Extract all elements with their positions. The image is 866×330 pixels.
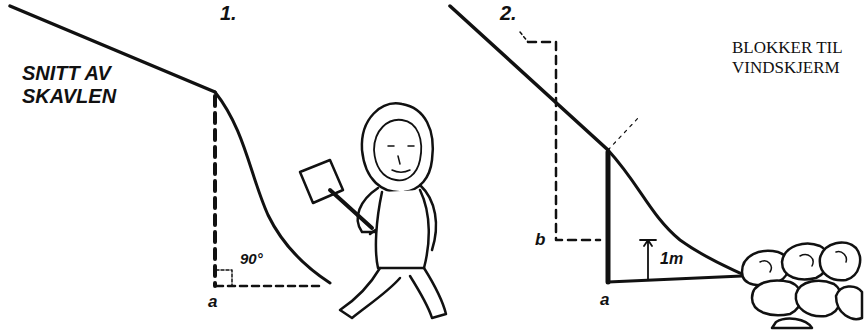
torso bbox=[376, 190, 429, 268]
note-label: BLOKKER TIL VINDSKJERM bbox=[732, 38, 862, 77]
first-cut-line bbox=[520, 32, 528, 42]
dimension-label: 1m bbox=[660, 250, 683, 268]
shovel-shaft bbox=[330, 190, 372, 228]
cornice-face bbox=[608, 150, 742, 274]
cut-wall bbox=[606, 152, 611, 282]
face bbox=[374, 120, 421, 181]
section-title: SNITT AV SKAVLEN bbox=[22, 62, 116, 108]
hood bbox=[362, 103, 433, 192]
removed-cornice bbox=[608, 116, 640, 150]
leg bbox=[410, 268, 446, 318]
right-angle-mark bbox=[216, 270, 232, 286]
snow-blocks bbox=[742, 243, 862, 328]
dimension-line bbox=[640, 240, 656, 280]
panel-number: 2. bbox=[500, 2, 517, 25]
first-cut-line bbox=[528, 42, 600, 240]
face-features bbox=[388, 146, 414, 172]
panel-number: 1. bbox=[220, 2, 237, 25]
angle-label: 90° bbox=[240, 250, 263, 267]
snow-surface bbox=[450, 6, 608, 150]
cut-line bbox=[213, 96, 217, 286]
leg bbox=[340, 268, 400, 318]
point-label: a bbox=[208, 292, 217, 312]
floor bbox=[608, 276, 742, 282]
point-label: b bbox=[535, 230, 545, 250]
point-label: a bbox=[600, 290, 609, 310]
